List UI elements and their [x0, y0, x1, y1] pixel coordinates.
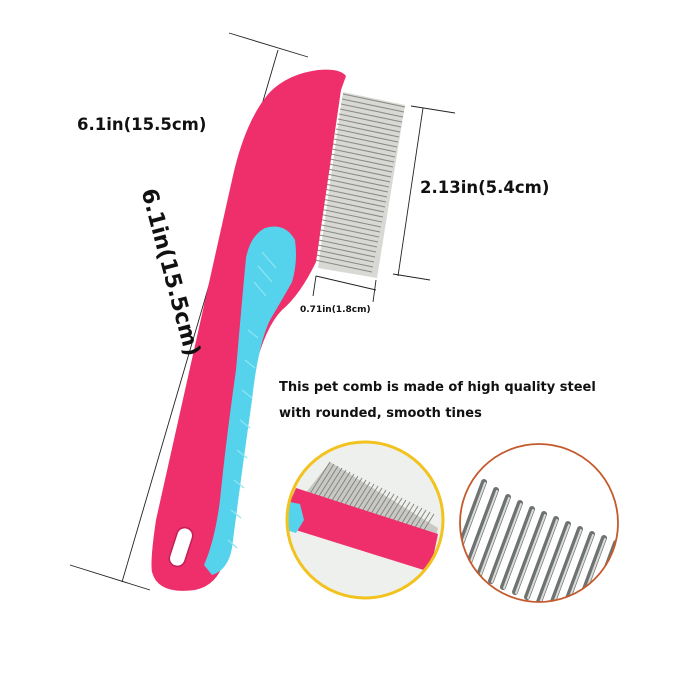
tine-depth-dimension-lines [312, 275, 377, 303]
tine-width-label: 2.13in(5.4cm) [420, 178, 550, 197]
inset-tines-closeup [459, 443, 619, 603]
description-line-1: This pet comb is made of high quality st… [279, 380, 596, 395]
length-label: 6.1in(15.5cm) [77, 115, 207, 134]
hanging-hole [168, 526, 194, 568]
product-description: This pet comb is made of high quality st… [279, 375, 596, 427]
grip-ridges [227, 251, 277, 549]
tine-width-dimension-lines [392, 105, 456, 281]
comb-grip [204, 226, 296, 575]
description-line-2: with rounded, smooth tines [279, 406, 482, 421]
tine-depth-label: 0.71in(1.8cm) [300, 305, 371, 315]
comb-tines [309, 92, 406, 278]
inset-comb-head-closeup [285, 440, 445, 600]
